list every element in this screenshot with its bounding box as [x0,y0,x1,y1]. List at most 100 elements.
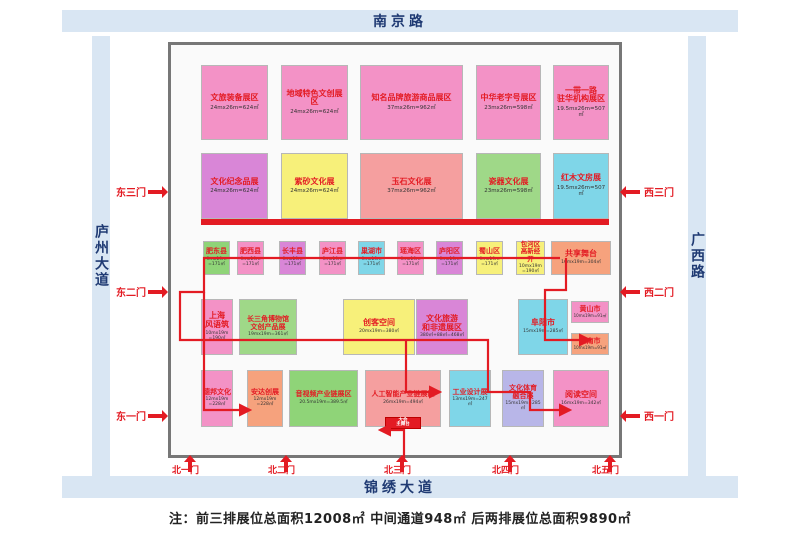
booth-row2-1[interactable]: 文化纪念品展 24mx26m=624㎡ [201,153,268,219]
booth-size: 9mx19m =171㎡ [400,256,421,267]
gate-west1-label: 西一门 [644,412,674,423]
booth-name: 阅读空间 [565,389,597,399]
booth-row4-3[interactable]: 创客空间 20mx19m=380㎡ [343,299,415,355]
booth-row5-1[interactable]: 德邦文化 12mx19m =228㎡ [201,370,233,427]
booth-name: 音视频产业链展区 [295,390,352,399]
booth-row5-2[interactable]: 安达创展 12mx19m =228㎡ [247,370,283,427]
booth-row2-2[interactable]: 紫砂文化展 24mx26m=624㎡ [281,153,348,219]
booth-size: 10mx19m=91㎡ [573,344,607,350]
booth-name: 瑶海区 [400,247,421,256]
booth-row4-2[interactable]: 长三角博物馆 文创产品展 19mx19m=361㎡ [239,299,297,355]
gate-north4-label: 北四门 [492,466,520,476]
booth-size: 37mx26m=962㎡ [387,188,436,195]
booth-size: 19.5mx26m=507㎡ [556,185,606,198]
gate-north5-label: 北五门 [592,466,620,476]
booth-row5-5[interactable]: 工业设计展 13mx19m=247㎡ [449,370,491,427]
booth-size: 9mx19m =171㎡ [206,256,227,267]
booth-row1-5[interactable]: 一带一路 驻华机构展区 19.5mx26m=507㎡ [553,65,609,140]
booth-name: 文化旅游 和非遗展区 [422,313,462,332]
gate-arrow-north1 [184,455,196,472]
booth-name: 瓷器文化展 [488,176,529,186]
booth-size: 9mx19m =171㎡ [439,256,460,267]
booth-size: 9mx19m =171㎡ [322,256,343,267]
gate-arrow-north4 [504,455,516,472]
booth-size: 10mx19m=91㎡ [573,312,607,318]
booth-row1-1[interactable]: 文旅装备展区 24mx26m=624㎡ [201,65,268,140]
booth-row5-6[interactable]: 文化体育 融合展 15mx19m=285㎡ [502,370,544,427]
booth-name: 人工智能产业链展区 [371,390,435,399]
booth-name: 肥东县 [206,247,227,256]
booth-row5-7[interactable]: 阅读空间 16mx19m=342㎡ [553,370,609,427]
booth-name: 庐阳区 [439,247,460,256]
booth-row5-3[interactable]: 音视频产业链展区 20.5mx19m=389.5㎡ [289,370,358,427]
booth-name: 中华老字号展区 [480,93,537,102]
gate-arrow-east2 [148,286,168,298]
booth-name: 长三角博物馆 文创产品展 [247,314,289,331]
booth-size: 15mx19m=285㎡ [505,401,541,412]
booth-size: 20mx19m=380㎡ [359,329,399,334]
booth-row1-4[interactable]: 中华老字号展区 23mx26m=598㎡ [476,65,541,140]
booth-size: 380㎡+88㎡=468㎡ [420,333,464,339]
booth-size: 9mx19m =171㎡ [361,256,382,267]
booth-name: 长丰县 [282,247,303,256]
booth-size: 26mx19m=494㎡ [383,399,423,405]
booth-name: 知名品牌旅游商品展区 [371,93,452,102]
gate-arrow-west1 [620,410,640,422]
gate-north2-label: 北二门 [268,466,296,476]
booth-size: 23mx26m=598㎡ [484,104,533,111]
main-stage-label: 大会 主舞台 [396,417,410,427]
booth-row4-5[interactable]: 阜阳市 15mx19m=285㎡ [518,299,568,355]
booth-name: 安达创展 [251,387,279,396]
gate-east2-label: 东二门 [116,288,146,299]
road-north: 南京路 [62,10,738,32]
booth-name: 庐江县 [322,247,343,256]
booth-size: 9mx19m =171㎡ [282,256,303,267]
booth-size: 24mx26m=624㎡ [290,109,339,116]
booth-row2-4[interactable]: 瓷器文化展 23mx26m=598㎡ [476,153,541,219]
booth-size: 12mx19m =228㎡ [205,397,229,408]
booth-row2-5[interactable]: 红木文房展 19.5mx26m=507㎡ [553,153,609,219]
booth-size: 37mx26m=962㎡ [387,104,436,111]
gate-arrow-east3 [148,186,168,198]
gate-north1-label: 北一门 [172,466,200,476]
booth-name: 德邦文化 [203,387,231,396]
booth-name: 文化纪念品展 [210,176,259,186]
gate-west3-label: 西三门 [644,188,674,199]
booth-row4-6[interactable]: 黄山市 10mx19m=91㎡ [571,301,609,323]
booth-row4-1[interactable]: 上海 风语筑 10mx19m =190㎡ [201,299,233,355]
main-stage[interactable]: 大会 主舞台 [385,417,421,429]
route-path-west [202,292,253,417]
gate-arrow-north3 [396,455,408,472]
booth-row1-3[interactable]: 知名品牌旅游商品展区 37mx26m=962㎡ [360,65,463,140]
booth-name: 肥西县 [240,247,261,256]
booth-size: 20.5mx19m=389.5㎡ [299,399,348,405]
booth-name: 工业设计展 [452,387,488,396]
booth-size: 19.5mx26m=507㎡ [556,106,606,119]
booth-size: 10mx19m =190㎡ [205,331,229,341]
gate-arrow-west2 [620,286,640,298]
booth-size: 19mx19m=361㎡ [248,332,288,338]
gate-arrow-north2 [280,455,292,472]
exhibition-hall: 文旅装备展区 24mx26m=624㎡ 地域特色文创展区 24mx26m=624… [168,42,622,458]
booth-size: 24mx26m=624㎡ [290,188,339,195]
gate-arrow-west3 [620,186,640,198]
area-summary-note: 注：前三排展位总面积12008㎡ 中间通道948㎡ 后两排展位总面积9890㎡ [168,512,632,527]
booth-size: 13mx19m=247㎡ [452,397,488,408]
road-south: 锦绣大道 [62,476,738,498]
gate-east1-label: 东一门 [116,412,146,423]
red-divider-bar [201,219,609,225]
booth-row2-3[interactable]: 玉石文化展 37mx26m=962㎡ [360,153,463,219]
booth-row1-2[interactable]: 地域特色文创展区 24mx26m=624㎡ [281,65,348,140]
booth-row4-4[interactable]: 文化旅游 和非遗展区 380㎡+88㎡=468㎡ [416,299,468,355]
booth-size: 16mx19m=342㎡ [561,400,601,406]
booth-name: 文旅装备展区 [210,93,259,102]
booth-name: 黄山市 [579,304,601,313]
booth-name: 文化体育 融合展 [509,383,537,400]
gate-arrow-north5 [604,455,616,472]
booth-name: 创客空间 [363,318,395,328]
booth-size: 12mx19m =228㎡ [253,397,277,408]
booth-row3-10[interactable]: 共享舞台 16mx19m=304㎡ [551,241,611,275]
booth-size: 16mx19m=304㎡ [561,260,601,265]
road-west: 庐州大道 [92,36,110,476]
